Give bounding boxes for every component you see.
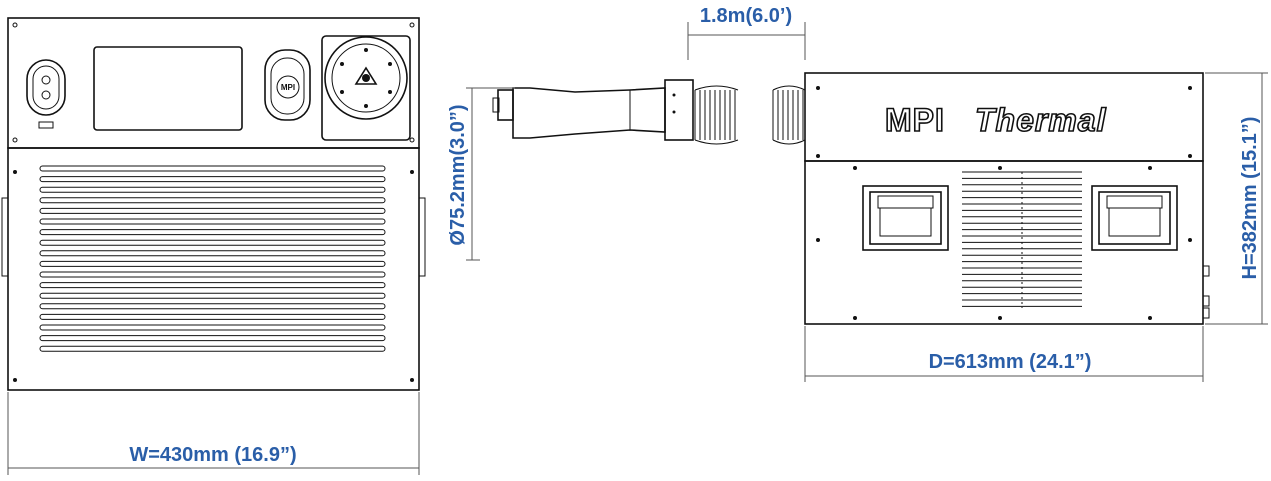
vent-slot	[39, 282, 386, 289]
brand-name-prefix: MPI	[885, 102, 945, 138]
vent-slot	[39, 207, 386, 214]
vent-slot	[39, 186, 386, 193]
front-vent-grille	[39, 165, 386, 352]
vent-slot	[39, 197, 386, 204]
front-lower-panel	[7, 147, 420, 391]
knob-label: MPI	[281, 83, 295, 92]
vent-slot	[39, 313, 386, 320]
depth-dimension: D=613mm (24.1”)	[804, 326, 1204, 382]
left-carry-handle	[862, 185, 949, 251]
height-dimension: H=382mm (15.1”)	[1205, 72, 1268, 325]
display-screen	[93, 46, 243, 131]
vent-slot	[39, 218, 386, 225]
brand-name-suffix: Thermal	[975, 102, 1107, 138]
power-button	[26, 59, 66, 129]
vent-slot	[39, 250, 386, 257]
side-lower-panel	[804, 160, 1204, 325]
vent-slot	[39, 324, 386, 331]
vent-slot	[39, 229, 386, 236]
vent-slot	[39, 239, 386, 246]
vent-slot	[39, 271, 386, 278]
vent-slot	[39, 345, 386, 352]
hose-diameter-label: Ø75.2mm(3.0”)	[447, 104, 469, 245]
depth-label: D=613mm (24.1”)	[929, 351, 1092, 373]
right-carry-handle	[1091, 185, 1178, 251]
vent-slot	[39, 335, 386, 342]
hose-bellows	[694, 85, 739, 145]
hose-port-front	[321, 35, 411, 141]
vent-slot	[39, 165, 386, 172]
hose-length-dimension: 1.8m(6.0’)	[687, 5, 806, 60]
vent-slot	[39, 260, 386, 267]
vent-slot	[39, 292, 386, 299]
hose-diameter-dimension: Ø75.2mm(3.0”)	[447, 87, 515, 261]
hose-length-label: 1.8m(6.0’)	[700, 5, 792, 27]
hose-view	[492, 79, 806, 145]
vent-slot	[39, 176, 386, 183]
vent-slot	[39, 303, 386, 310]
side-view: MPI Thermal	[804, 72, 1210, 325]
control-knob: MPI	[264, 49, 311, 121]
side-vent-grille	[962, 171, 1082, 308]
width-dimension: W=430mm (16.9”)	[7, 392, 420, 475]
width-label: W=430mm (16.9”)	[129, 444, 296, 466]
front-view: MPI	[1, 17, 426, 391]
height-label: H=382mm (15.1”)	[1239, 117, 1261, 280]
hose-bellows	[772, 85, 806, 145]
